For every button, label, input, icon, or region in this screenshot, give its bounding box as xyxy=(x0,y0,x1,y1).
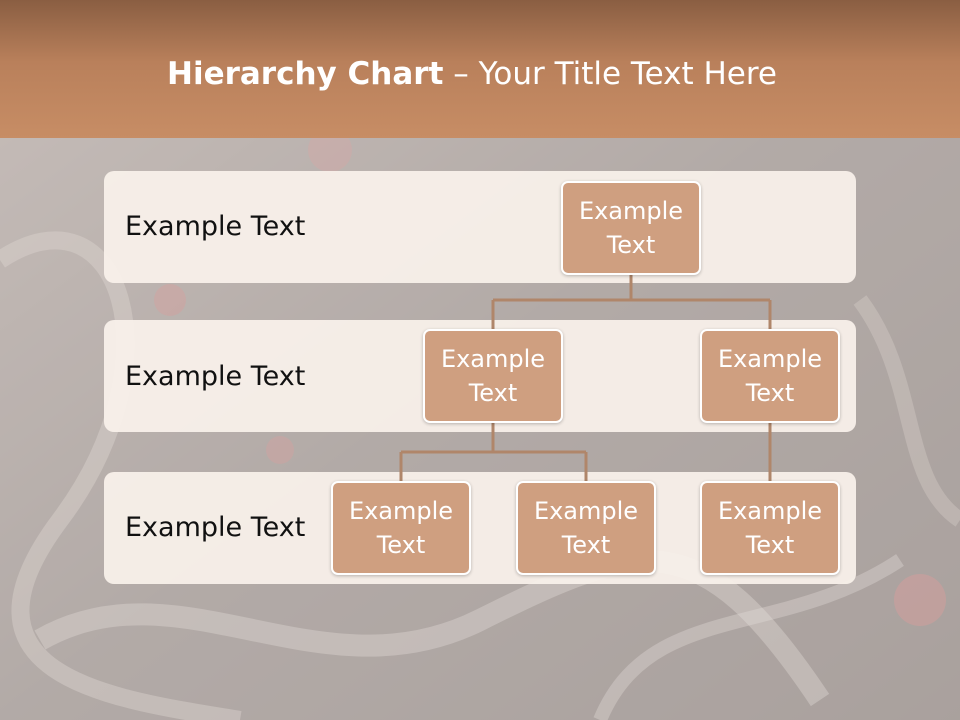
org-node-level2-right[interactable]: Example Text xyxy=(700,329,840,423)
level-label-1: Example Text xyxy=(125,211,306,242)
org-node-level3-b[interactable]: Example Text xyxy=(516,481,656,575)
node-label: Example Text xyxy=(533,497,639,559)
title-bold: Hierarchy Chart xyxy=(167,56,444,92)
level-label-2: Example Text xyxy=(125,361,306,392)
title-bar xyxy=(0,0,960,138)
node-label: Example Text xyxy=(578,197,684,259)
connector-root-children xyxy=(491,274,772,330)
org-node-level2-left[interactable]: Example Text xyxy=(423,329,563,423)
org-node-level3-c[interactable]: Example Text xyxy=(700,481,840,575)
node-label: Example Text xyxy=(440,345,546,407)
node-label: Example Text xyxy=(717,497,823,559)
org-node-level3-a[interactable]: Example Text xyxy=(331,481,471,575)
node-label: Example Text xyxy=(348,497,454,559)
org-node-root[interactable]: Example Text xyxy=(561,181,701,275)
level-label-3: Example Text xyxy=(125,512,306,543)
node-label: Example Text xyxy=(717,345,823,407)
level-band-1 xyxy=(104,171,856,283)
connector-left-children xyxy=(399,422,588,482)
title-rest: – Your Title Text Here xyxy=(443,56,777,92)
slide-title: Hierarchy Chart – Your Title Text Here xyxy=(0,52,944,96)
